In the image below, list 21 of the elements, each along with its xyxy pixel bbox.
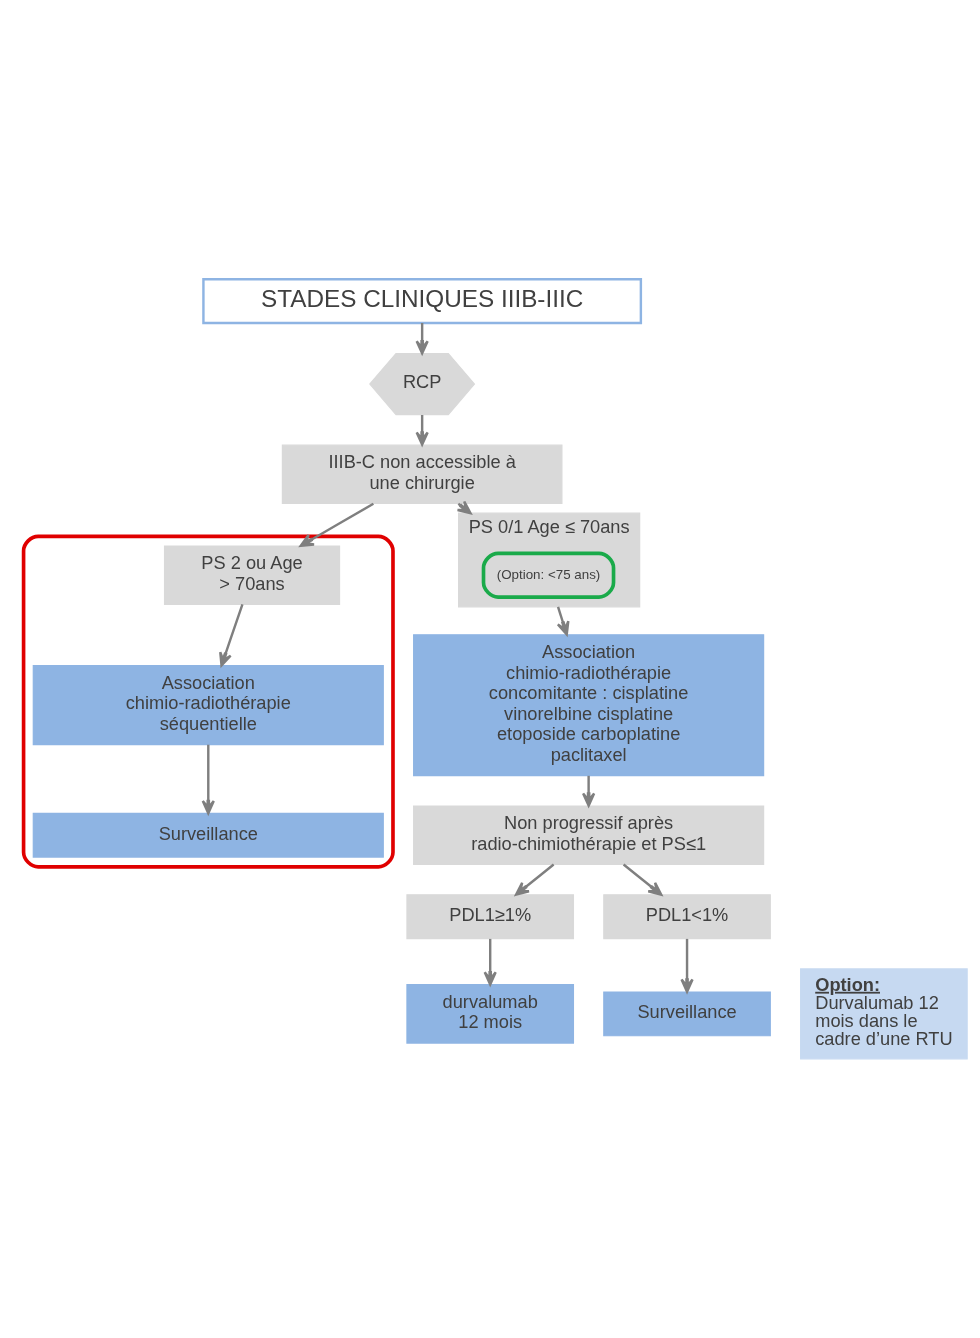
arrow (201, 744, 215, 815)
node-box: PDL1≥1% (405, 894, 574, 940)
node-box: Option: Durvalumab 12 mois dans le cadre d’une RTU (799, 968, 968, 1060)
node-box: (Option: <75 ans) (481, 551, 615, 599)
node-box: Association chimio-radiothérapie concomitante : cisplatine vinorelbine cisplatine etoposide carboplatine paclitaxel (412, 634, 764, 777)
node-box: Surveillance (602, 991, 771, 1037)
node-box: PS 2 ou Age > 70ans (163, 545, 340, 605)
arrow (218, 604, 244, 667)
arrow (514, 863, 554, 896)
node-box: PDL1<1% (602, 894, 771, 940)
arrow (556, 606, 570, 636)
arrow (581, 775, 595, 807)
node-box: Surveillance (32, 812, 384, 858)
arrow (483, 938, 497, 986)
node-box: Non progressif après radio-chimiothérapie et PS≤1 (412, 805, 764, 865)
arrow (299, 502, 374, 547)
node-box: Association chimio-radiothérapie séquentielle (32, 665, 384, 746)
node-box: durvalumab 12 mois (405, 984, 574, 1044)
arrow (622, 863, 662, 896)
node-box: STADES CLINIQUES IIIB-IIIC (201, 277, 642, 325)
arrow (679, 938, 694, 993)
